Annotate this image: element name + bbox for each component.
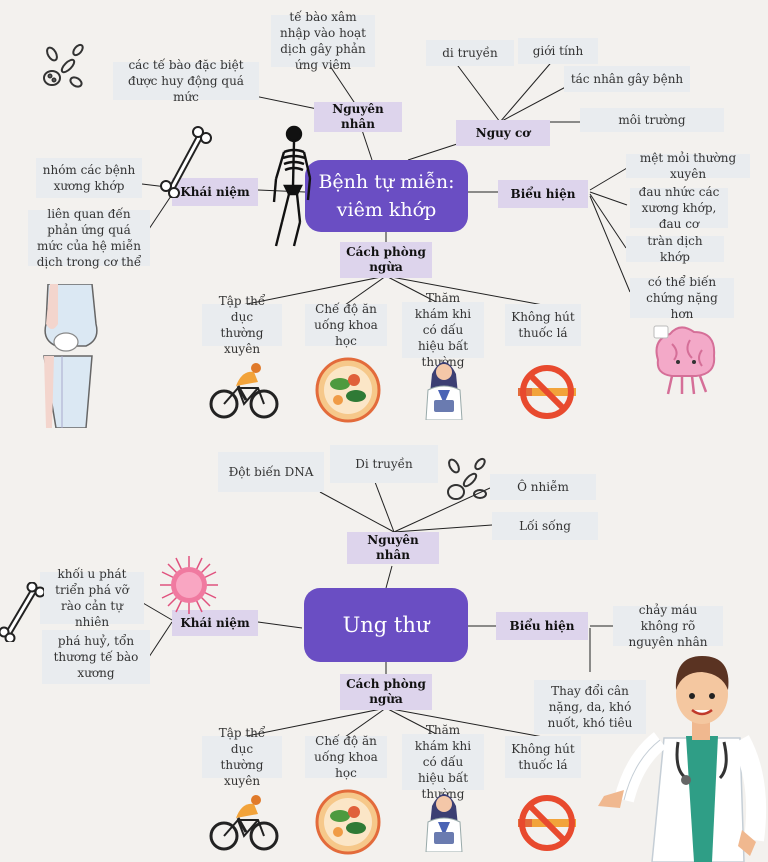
prevent-box-1: Tập thể dục thường xuyên xyxy=(202,294,282,356)
concept-box-1: nhóm các bệnh xương khớp xyxy=(36,158,142,198)
risk-box-1: di truyền xyxy=(426,40,514,66)
no-smoking-icon xyxy=(518,795,576,851)
symptom-box-1: mệt mỏi thường xuyên xyxy=(626,151,750,181)
cyclist-icon xyxy=(209,363,279,419)
cancer-concept-box-2: phá huỷ, tổn thương tế bào xương xyxy=(42,630,150,684)
label-khai-niem-1: Khái niệm xyxy=(172,178,258,206)
cancer-concept-box-1: khối u phát triển phá vỡ rào cản tự nhiê… xyxy=(40,567,144,629)
no-smoking-icon xyxy=(518,365,576,419)
prevent-box-4: Không hút thuốc lá xyxy=(505,304,581,346)
cancer-prevent-box-1: Tập thể dục thường xuyên xyxy=(202,726,282,788)
cause-box-2: các tế bào đặc biệt được huy động quá mứ… xyxy=(113,58,259,104)
label-khai-niem-2: Khái niệm xyxy=(172,610,258,636)
label-nguyen-nhan-2: Nguyên nhân xyxy=(347,532,439,564)
label-phong-ngua-2: Cách phòng ngừa xyxy=(340,674,432,710)
cancer-symptom-box-2: Thay đổi cân nặng, da, khó nuốt, khó tiê… xyxy=(534,680,646,734)
food-bowl-icon xyxy=(315,357,381,423)
virus-icon xyxy=(160,556,218,614)
cancer-prevent-box-2: Chế độ ăn uống khoa học xyxy=(305,734,387,780)
doctor-woman-icon xyxy=(425,362,463,420)
food-bowl-icon xyxy=(315,789,381,855)
cause-box-1: tế bào xâm nhập vào hoạt dịch gây phản ứ… xyxy=(271,10,375,72)
cancer-cause-box-1: Đột biến DNA xyxy=(218,452,324,492)
cancer-cause-box-3: Ô nhiễm xyxy=(490,474,596,500)
main-topic-cancer: Ung thư xyxy=(304,588,468,662)
risk-box-3: tác nhân gây bệnh xyxy=(564,66,690,92)
symptom-box-2: đau nhức các xương khớp, đau cơ xyxy=(630,185,728,231)
bacteria-icon xyxy=(43,43,84,88)
bone-icon xyxy=(160,126,212,198)
risk-box-4: môi trường xyxy=(580,108,724,132)
cancer-cause-box-4: Lối sống xyxy=(492,512,598,540)
knee-joint-icon xyxy=(43,284,98,428)
cancer-prevent-box-3: Thăm khám khi có dấu hiệu bất thường xyxy=(402,723,484,801)
skeleton-icon xyxy=(272,125,312,247)
doctor-man-icon xyxy=(598,656,767,862)
bone-icon xyxy=(0,582,44,642)
bacteria-icon xyxy=(447,457,487,500)
main-topic-arthritis: Bệnh tự miễn: viêm khớp xyxy=(305,160,468,232)
label-bieu-hien-1: Biểu hiện xyxy=(498,180,588,208)
symptom-box-4: có thể biến chứng nặng hơn xyxy=(630,275,734,321)
prevent-box-2: Chế độ ăn uống khoa học xyxy=(305,302,387,348)
cancer-cause-box-2: Di truyền xyxy=(330,445,438,483)
concept-box-2: liên quan đến phản ứng quá mức của hệ mi… xyxy=(28,207,150,269)
doctor-woman-icon xyxy=(425,794,463,852)
label-nguy-co: Nguy cơ xyxy=(456,120,550,146)
brain-icon xyxy=(653,325,716,395)
prevent-box-3: Thăm khám khi có dấu hiệu bất thường xyxy=(402,291,484,369)
label-nguyen-nhan-1: Nguyên nhân xyxy=(314,102,402,132)
label-bieu-hien-2: Biểu hiện xyxy=(496,612,588,640)
cancer-symptom-box-1: chảy máu không rõ nguyên nhân xyxy=(613,603,723,649)
risk-box-2: giới tính xyxy=(518,38,598,64)
label-phong-ngua-1: Cách phòng ngừa xyxy=(340,242,432,278)
cancer-prevent-box-4: Không hút thuốc lá xyxy=(505,736,581,778)
cyclist-icon xyxy=(209,795,279,851)
symptom-box-3: tràn dịch khớp xyxy=(626,234,724,264)
